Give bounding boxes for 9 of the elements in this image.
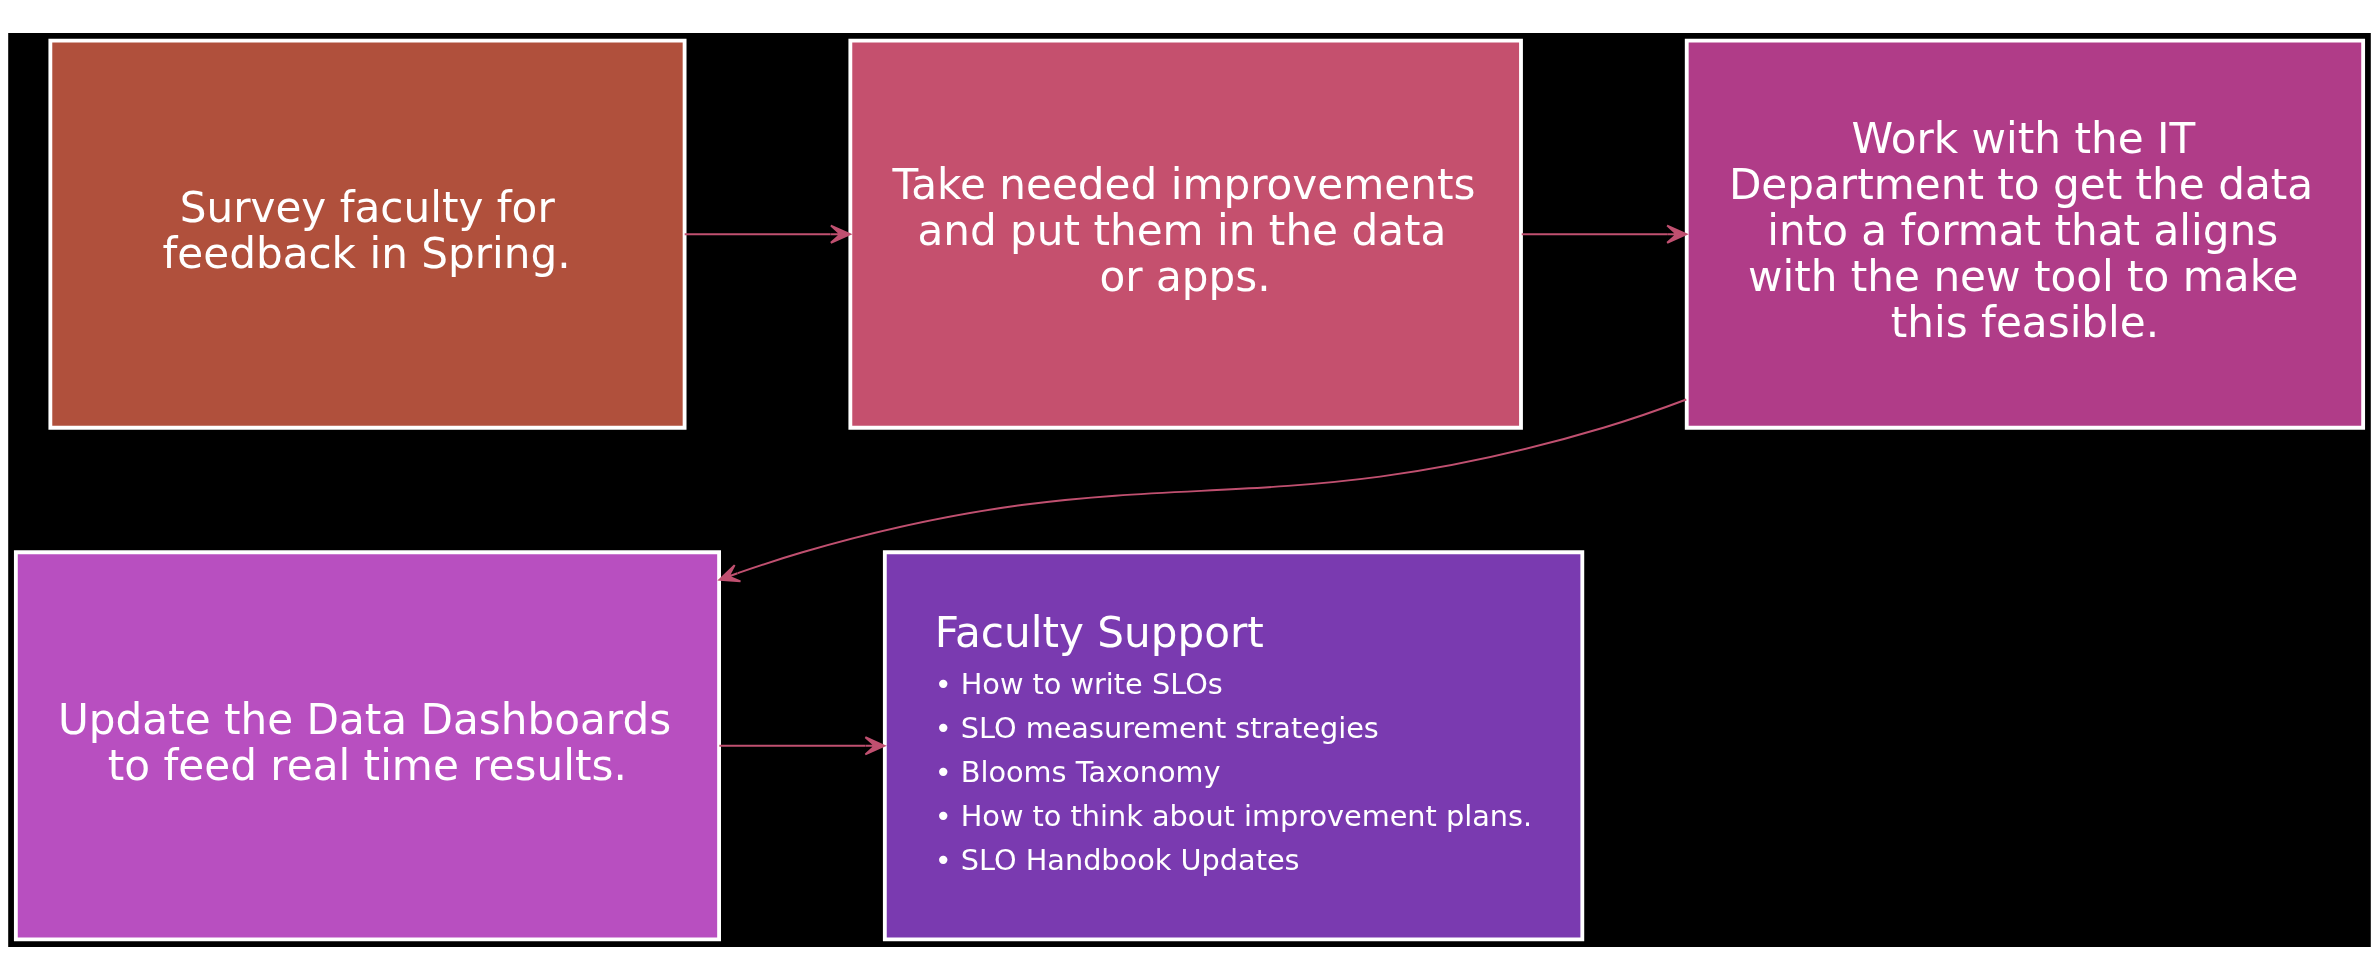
node-box: Take needed improvements and put them in the data or apps. <box>848 38 1523 430</box>
node-box: Update the Data Dashboards to feed real time results. <box>13 550 721 942</box>
arrow <box>1520 224 1688 244</box>
arrow <box>683 224 851 244</box>
node-box: Work with the IT Department to get the data into a format that aligns with the new tool to make this feasible. <box>1684 38 2366 430</box>
node-box: Survey faculty for feedback in Spring. <box>48 38 687 430</box>
arrow <box>718 398 1688 583</box>
arrow <box>718 736 886 756</box>
node-box: Faculty Support • How to write SLOs • SLO measurement strategies • Blooms Taxonomy • How to think about improvement plans. • SLO Handbook Updates <box>882 550 1585 942</box>
